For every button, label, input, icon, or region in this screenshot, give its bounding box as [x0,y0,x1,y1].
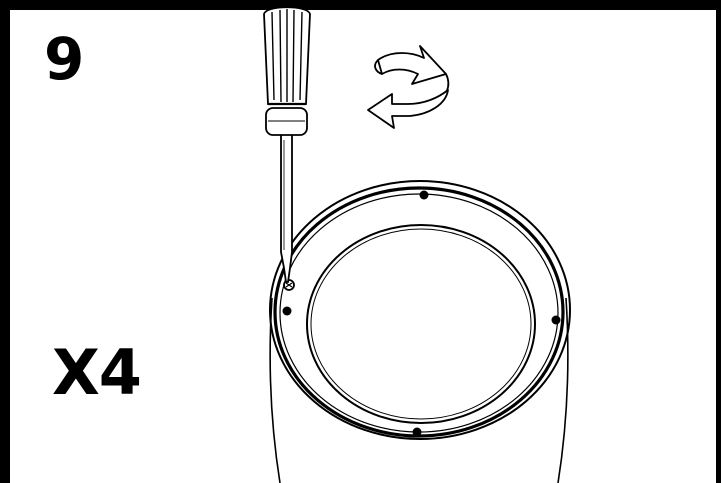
screwdriver-icon [263,6,311,283]
fixture-lens [306,224,536,424]
fixture-body [269,297,569,483]
step-number: 9 [44,25,85,93]
quantity-label: X4 [52,336,142,409]
fixture-rim [269,180,571,440]
rotate-arrow-icon [367,45,450,129]
